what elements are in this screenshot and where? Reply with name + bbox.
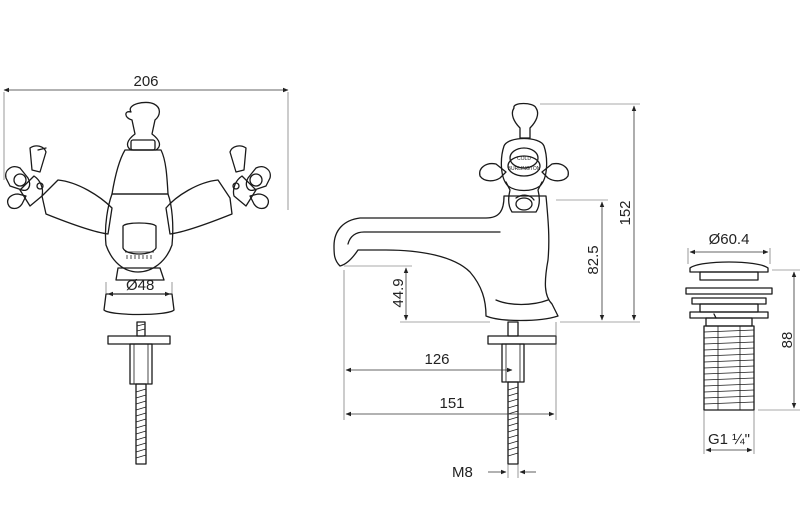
waste-thread-dimension: G1 ¼" — [703, 410, 755, 454]
side-cross-handle: COLD BURLINGTON — [479, 137, 569, 213]
front-right-handle — [165, 145, 271, 235]
front-width-label: 206 — [133, 73, 158, 90]
side-threaded-rod — [507, 386, 519, 457]
side-backnut — [487, 321, 557, 465]
aerator-mesh — [126, 255, 152, 259]
waste-height-label: 88 — [779, 332, 796, 349]
waste-cap-diameter-label: Ø60.4 — [709, 231, 750, 248]
front-base: Ø48 — [103, 277, 175, 316]
side-clearance-label: 44.9 — [390, 278, 407, 307]
side-spout-height-dimension: 82.5 — [556, 199, 608, 321]
side-depth-label: 151 — [439, 395, 464, 412]
front-left-handle — [5, 145, 113, 235]
waste-threads — [703, 329, 755, 405]
side-clearance-dimension: 44.9 — [344, 265, 490, 323]
side-height-label: 152 — [617, 200, 634, 225]
side-spout-body — [333, 195, 559, 322]
handle-mark-brand: BURLINGTON — [508, 166, 541, 172]
side-thread-dimension: M8 — [452, 464, 536, 481]
side-top-knob — [511, 102, 539, 139]
handle-mark-cold: COLD — [517, 156, 531, 162]
front-threaded-rod — [135, 321, 147, 459]
side-spout-height-label: 82.5 — [585, 245, 602, 274]
side-view: COLD BURLINGTON 152 82.5 44 — [333, 102, 640, 481]
side-thread-label: M8 — [452, 464, 473, 481]
front-base-diameter-label: Ø48 — [126, 277, 154, 294]
front-width-dimension: 206 — [3, 73, 289, 210]
waste-body — [685, 261, 773, 411]
side-reach-dimension: 126 — [343, 270, 557, 420]
waste-thread-label: G1 ¼" — [708, 431, 750, 448]
waste-cap-dimension: Ø60.4 — [687, 231, 771, 264]
side-height-dimension: 152 — [540, 103, 640, 323]
waste-view: Ø60.4 — [685, 231, 800, 454]
side-reach-label: 126 — [424, 351, 449, 368]
front-top-knob — [125, 101, 161, 151]
front-body — [104, 149, 174, 281]
side-depth-dimension: 151 — [345, 395, 555, 417]
waste-height-dimension: 88 — [758, 269, 800, 411]
front-view: 206 — [3, 73, 289, 465]
